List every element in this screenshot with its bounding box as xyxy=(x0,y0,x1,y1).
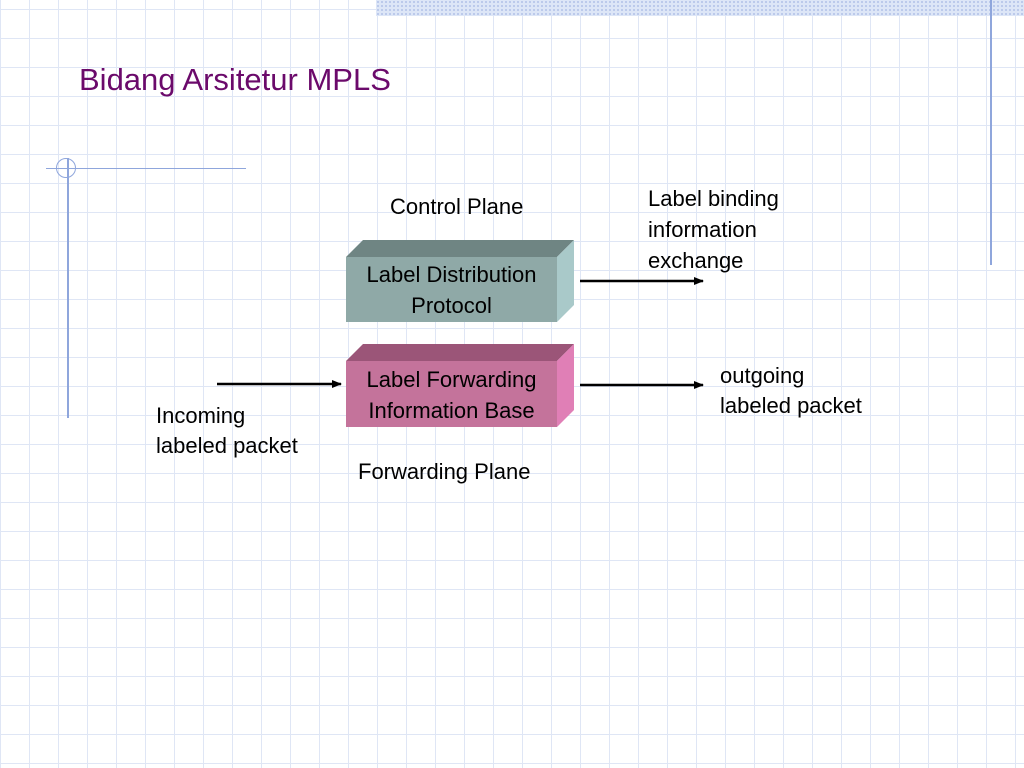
control-plane-label: Control Plane xyxy=(390,194,524,219)
slide-title: Bidang Arsitetur MPLS xyxy=(79,62,391,97)
lfib-box-top xyxy=(346,344,574,361)
lfib-box-label: Label Forwarding Information Base xyxy=(346,364,557,426)
ldp-box-top xyxy=(346,240,574,257)
label-binding-line: exchange xyxy=(648,248,744,273)
label-binding-label: Label binding information exchange xyxy=(648,183,779,276)
ldp-box-label-line: Protocol xyxy=(411,293,492,318)
ldp-box-label: Label Distribution Protocol xyxy=(346,259,557,321)
outgoing-packet-line: labeled packet xyxy=(720,393,862,418)
label-binding-line: information xyxy=(648,217,757,242)
ldp-box-label-line: Label Distribution xyxy=(366,262,537,287)
ldp-box-side xyxy=(557,240,574,322)
incoming-packet-line: labeled packet xyxy=(156,433,298,458)
title-underline-decoration xyxy=(46,168,246,169)
circle-decoration xyxy=(56,158,76,178)
lfib-box-side xyxy=(557,344,574,427)
header-decoration-bar xyxy=(376,0,1024,16)
ldp-box xyxy=(346,240,574,322)
lfib-box xyxy=(346,344,574,427)
lfib-box-label-line: Label Forwarding xyxy=(366,367,537,392)
ldp-box-front xyxy=(346,257,557,322)
forwarding-plane-label: Forwarding Plane xyxy=(358,459,531,484)
right-decoration-line xyxy=(990,0,992,265)
lfib-box-front xyxy=(346,361,557,427)
outgoing-packet-line: outgoing xyxy=(720,363,805,388)
incoming-packet-line: Incoming xyxy=(156,403,246,428)
incoming-packet-label: Incoming labeled packet xyxy=(156,401,298,461)
lfib-box-label-line: Information Base xyxy=(368,398,535,423)
left-decoration-line xyxy=(67,158,69,418)
outgoing-packet-label: outgoing labeled packet xyxy=(720,361,862,421)
label-binding-line: Label binding xyxy=(648,186,779,211)
